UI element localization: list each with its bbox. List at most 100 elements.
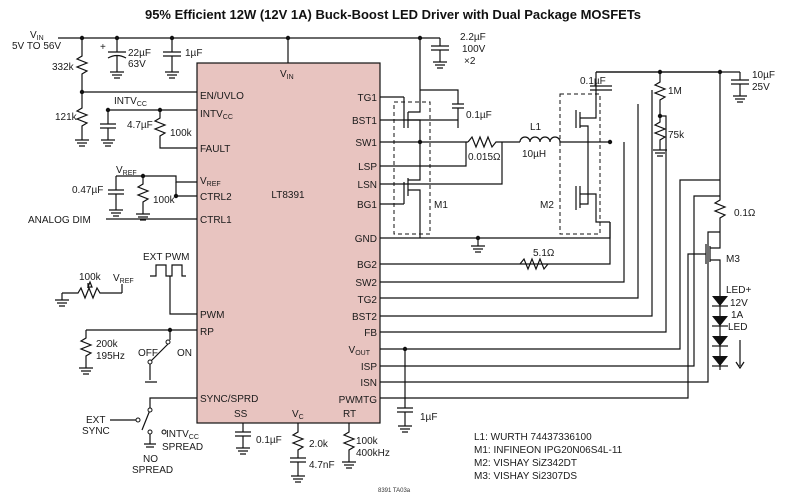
m2-mosfets (575, 72, 610, 223)
svg-text:1A: 1A (731, 310, 744, 321)
pin-pwmtg: PWMTG (339, 395, 378, 406)
pin-sw1: SW1 (355, 138, 377, 149)
pin-tg1: TG1 (358, 93, 378, 104)
svg-text:100k: 100k (153, 195, 176, 206)
pin-isp: ISP (361, 362, 377, 373)
pin-gnd: GND (355, 234, 377, 245)
svg-text:4.7nF: 4.7nF (309, 460, 335, 471)
vin-range: 5V TO 56V (12, 41, 61, 52)
r-fault-pullup: 100k (153, 110, 197, 149)
svg-text:1µF: 1µF (185, 48, 202, 59)
m2-package (559, 93, 601, 235)
svg-text:63V: 63V (128, 59, 146, 70)
pin-ctrl1: CTRL1 (200, 215, 232, 226)
bg2-wire (380, 222, 611, 265)
svg-text:10µF: 10µF (752, 70, 775, 81)
r-rp-200k: 200k 195Hz (79, 329, 197, 375)
svg-text:400kHz: 400kHz (356, 448, 390, 459)
pin-sync-sprd: SYNC/SPRD (200, 394, 258, 405)
r-ctrl2: 100k (136, 176, 176, 221)
pin-ss: SS (234, 409, 248, 420)
c-vref: 0.47µF (72, 176, 124, 217)
isp-wire (380, 195, 720, 367)
sense-wires (380, 142, 503, 185)
svg-text:12V: 12V (730, 298, 748, 309)
pin-pwm: PWM (200, 310, 224, 321)
svg-text:1M: 1M (668, 86, 682, 97)
tg2-wire (380, 104, 639, 299)
isn-wire (380, 231, 720, 383)
pin-fault: FAULT (200, 144, 230, 155)
svg-text:LED+: LED+ (726, 285, 751, 296)
svg-text:EXT PWM: EXT PWM (143, 252, 189, 263)
analog-dim-label: ANALOG DIM (28, 215, 91, 226)
sync-spread-switch: EXT SYNC INTVCC SPREAD NO SPREAD (82, 397, 203, 476)
c-intvcc: 4.7µF (100, 110, 153, 147)
svg-text:NO: NO (143, 454, 158, 465)
sw2-wire (380, 142, 625, 283)
svg-text:0.1Ω: 0.1Ω (734, 208, 756, 219)
pin-rt: RT (343, 409, 356, 420)
fb-wire (380, 115, 667, 333)
m2-label: M2 (540, 200, 554, 211)
r-fb-top: 1M (653, 72, 682, 116)
svg-text:SYNC: SYNC (82, 426, 110, 437)
r-332k: 332k (52, 38, 89, 92)
bst1-wire (380, 108, 459, 128)
svg-text:SPREAD: SPREAD (162, 442, 203, 453)
svg-text:OFF: OFF (138, 348, 158, 359)
c-output: 10µF 25V (731, 70, 775, 103)
ic-name: LT8391 (271, 190, 305, 201)
bom-line-m2: M2: VISHAY SiZ342DT (474, 458, 577, 469)
pin-tg2: TG2 (358, 295, 378, 306)
svg-text:100k: 100k (79, 272, 102, 283)
pin-bst1: BST1 (352, 116, 377, 127)
c-vout: 1µF (397, 349, 437, 433)
pin-lsp: LSP (358, 162, 377, 173)
svg-text:+: + (100, 42, 106, 53)
svg-text:0.1µF: 0.1µF (466, 110, 492, 121)
pin-vout: VOUT (349, 345, 371, 357)
pwmtg-wire (380, 253, 706, 399)
pin-en-uvlo: EN/UVLO (200, 91, 244, 102)
svg-text:INTVCC: INTVCC (166, 429, 199, 441)
svg-text:25V: 25V (752, 82, 770, 93)
c-bst1: 0.1µF (420, 89, 492, 121)
vc-compensation: 2.0k 4.7nF (290, 423, 335, 483)
lt8391-ic (196, 62, 381, 424)
pin-bst2: BST2 (352, 312, 377, 323)
bom-line-m3: M3: VISHAY Si2307DS (474, 471, 577, 482)
pin-lsn: LSN (358, 180, 377, 191)
pin-ctrl2: CTRL2 (200, 192, 232, 203)
inductor-l1: L1 10µH (519, 122, 610, 160)
svg-text:LED: LED (728, 322, 747, 333)
bill-of-materials: L1: WURTH 74437336100 M1: INFINEON IPG20… (474, 432, 623, 482)
m1-label: M1 (434, 200, 448, 211)
pin-bg1: BG1 (357, 200, 377, 211)
m1-mosfets (403, 88, 421, 238)
pin-vc: VC (292, 409, 304, 421)
svg-text:100V: 100V (462, 44, 486, 55)
pin-bg2: BG2 (357, 260, 377, 271)
svg-text:×2: ×2 (464, 56, 476, 67)
svg-text:VREF: VREF (113, 273, 134, 285)
bst2-wire (380, 90, 653, 317)
pin-intvcc: INTVCC (200, 109, 233, 121)
c-input-electrolytic: + 22µF 63V (100, 38, 151, 79)
svg-text:100k: 100k (356, 436, 379, 447)
r-fb-bottom: 75k (653, 116, 685, 157)
svg-text:0.015Ω: 0.015Ω (468, 152, 501, 163)
r-rt: 100k 400kHz (342, 423, 390, 469)
svg-text:0.47µF: 0.47µF (72, 185, 103, 196)
pin-sw2: SW2 (355, 278, 377, 289)
diagram-title: 95% Efficient 12W (12V 1A) Buck-Boost LE… (145, 7, 641, 22)
svg-text:4.7µF: 4.7µF (127, 120, 153, 131)
r-sense-led: 0.1Ω (713, 190, 756, 232)
svg-text:195Hz: 195Hz (96, 351, 125, 362)
svg-text:0.1µF: 0.1µF (256, 435, 282, 446)
svg-text:1µF: 1µF (420, 412, 437, 423)
svg-text:SPREAD: SPREAD (132, 465, 173, 476)
c-input-1uf: 1µF (163, 38, 202, 79)
svg-text:0.1µF: 0.1µF (580, 76, 606, 87)
